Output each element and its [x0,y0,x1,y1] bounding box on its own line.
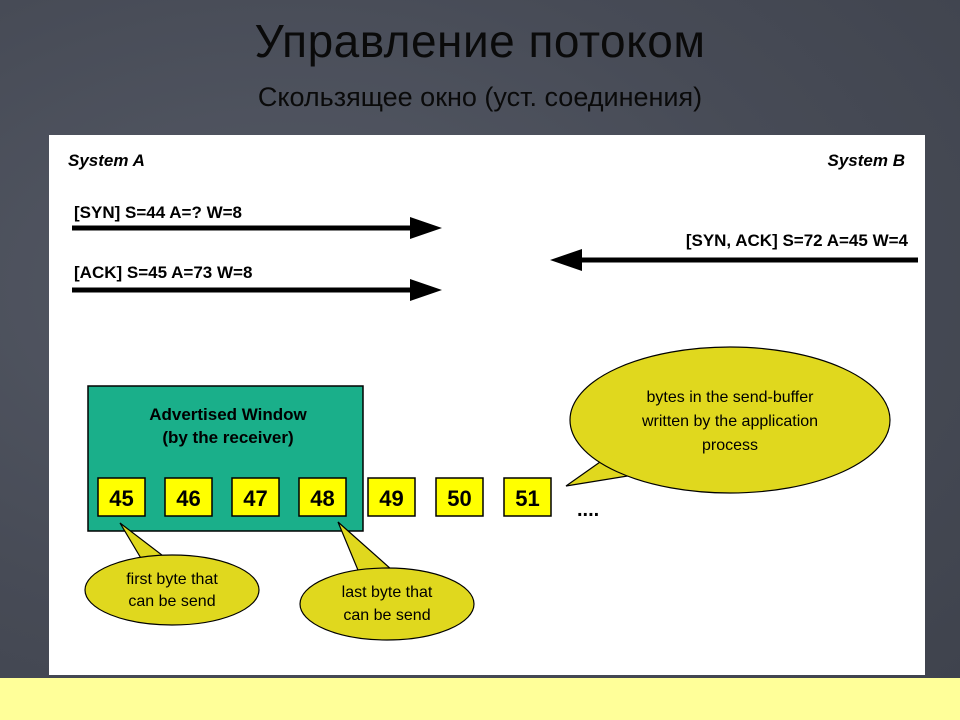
byte-value: 49 [379,486,403,511]
buffer-callout-line2: written by the application [641,413,818,430]
buffer-callout-line3: process [702,437,758,454]
window-label-line1: Advertised Window [149,405,307,424]
slide-title: Управление потоком [254,15,706,67]
syn-message-label: [SYN] S=44 A=? W=8 [74,203,242,222]
byte-cell: 46 [164,477,213,517]
byte-cell: 47 [231,477,280,517]
footer-bar [0,678,960,720]
ellipsis: .... [577,499,599,521]
byte-cell: 49 [367,477,416,517]
last-callout-line1: last byte that [342,584,433,601]
byte-value: 47 [243,486,267,511]
byte-value: 46 [176,486,200,511]
byte-cell: 50 [435,477,484,517]
byte-cell: 45 [97,477,146,517]
byte-value: 45 [109,486,133,511]
ack-message-label: [ACK] S=45 A=73 W=8 [74,263,252,282]
byte-cell: 51 [503,477,552,517]
buffer-callout-line1: bytes in the send-buffer [647,389,815,406]
first-byte-callout: first byte that can be send [84,522,260,626]
syn-arrow [72,217,442,239]
first-callout-line1: first byte that [126,571,218,588]
byte-value: 51 [515,486,539,511]
last-byte-callout: last byte that can be send [299,521,475,641]
byte-value: 50 [447,486,471,511]
window-label-line2: (by the receiver) [162,428,293,447]
syn-ack-arrow [550,249,918,271]
ack-arrow [72,279,442,301]
system-a-label: System A [68,151,145,170]
system-b-label: System B [828,151,905,170]
byte-cell: 48 [298,477,347,517]
first-callout-line2: can be send [128,593,215,610]
send-buffer-callout: bytes in the send-buffer written by the … [565,346,891,494]
slide-subtitle: Скользящее окно (уст. соединения) [257,82,703,112]
byte-cells: 45 46 47 48 49 50 51 [97,477,552,517]
last-callout-line2: can be send [343,607,430,624]
byte-value: 48 [310,486,334,511]
syn-ack-message-label: [SYN, ACK] S=72 A=45 W=4 [686,231,909,250]
